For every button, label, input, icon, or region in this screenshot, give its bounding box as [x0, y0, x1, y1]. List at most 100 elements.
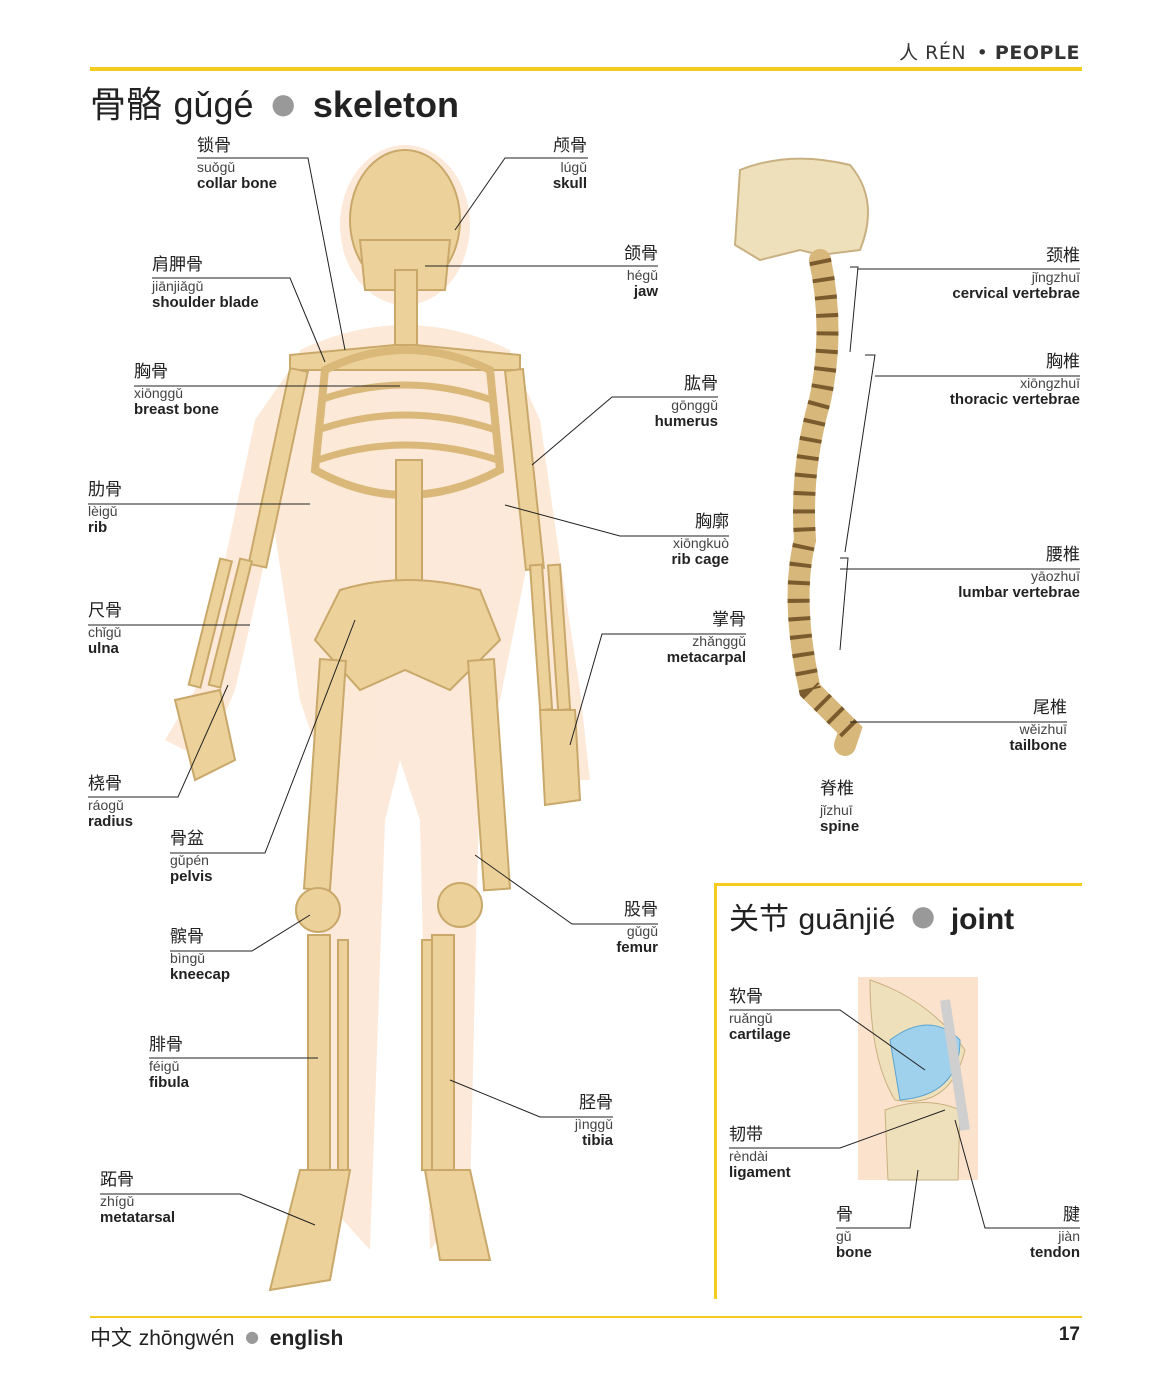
label-skull: 颅骨 lúgǔ skull: [553, 136, 587, 192]
skeleton-title-en: skeleton: [312, 84, 459, 125]
joint-top-rule: [714, 883, 1082, 886]
top-rule: [90, 67, 1082, 71]
label-en: fibula: [149, 1073, 189, 1091]
label-py: féigǔ: [149, 1057, 180, 1074]
label-zh: 尺骨: [88, 601, 122, 621]
label-zh: 颌骨: [624, 244, 658, 264]
bottom-rule: [90, 1316, 1082, 1318]
label-en: ligament: [729, 1163, 791, 1181]
label-en: tailbone: [1009, 736, 1067, 754]
label-zh: 桡骨: [88, 774, 122, 794]
label-cartilage: 软骨 ruǎngǔ cartilage: [729, 987, 791, 1043]
label-zh: 韧带: [729, 1125, 763, 1145]
label-zh: 骨盆: [170, 829, 204, 849]
joint-title-dot: ●: [910, 899, 936, 932]
label-femur: 股骨 gǔgǔ femur: [616, 900, 658, 956]
label-py: jiānjiǎgǔ: [152, 277, 204, 294]
label-zh: 股骨: [624, 900, 658, 920]
label-spine: 脊椎 jǐzhuī spine: [820, 779, 860, 835]
label-en: lumbar vertebrae: [958, 583, 1080, 601]
label-py: lúgǔ: [560, 158, 587, 175]
label-py: xiōngkuò: [672, 534, 729, 551]
label-kneecap: 髌骨 bìngǔ kneecap: [170, 927, 230, 983]
label-en: pelvis: [170, 867, 213, 885]
label-zh: 骨: [836, 1205, 853, 1225]
label-py: zhígǔ: [100, 1192, 135, 1209]
footer-lang-py: zhōngwén: [138, 1327, 235, 1350]
label-zh: 脊椎: [820, 779, 854, 799]
joint-vertical-rule: [714, 883, 717, 1299]
label-zh: 腓骨: [149, 1035, 183, 1055]
label-fibula: 腓骨 féigǔ fibula: [149, 1035, 189, 1091]
footer-language: 中文 zhōngwén ● english: [90, 1322, 343, 1352]
label-py: jǐngzhuī: [1031, 268, 1080, 285]
label-ligament: 韧带 rèndài ligament: [729, 1125, 791, 1181]
label-tendon: 腱 jiàn tendon: [1030, 1205, 1080, 1261]
label-zh: 胫骨: [579, 1093, 613, 1113]
joint-title-zh: 关节: [729, 902, 789, 937]
label-zh: 胸椎: [1046, 352, 1080, 372]
label-thoracic: 胸椎 xiōngzhuī thoracic vertebrae: [949, 352, 1080, 408]
label-en: femur: [616, 938, 658, 956]
label-cervical: 颈椎 jǐngzhuī cervical vertebrae: [952, 246, 1080, 302]
joint-title: 关节 guānjié ● joint: [729, 894, 1014, 938]
label-py: gǔpén: [170, 851, 209, 868]
label-en: jaw: [633, 282, 658, 300]
chapter-separator: •: [976, 42, 989, 64]
label-zh: 肋骨: [88, 480, 122, 500]
label-en: tendon: [1030, 1243, 1080, 1261]
chapter-zh: 人 RÉN: [899, 42, 967, 64]
label-en: spine: [820, 817, 860, 835]
skeleton-title-zh: 骨骼: [90, 85, 163, 126]
label-zh: 跖骨: [100, 1170, 134, 1190]
label-py: ruǎngǔ: [729, 1009, 773, 1026]
label-metacarpal: 掌骨 zhǎnggǔ metacarpal: [666, 610, 746, 666]
label-zh: 肱骨: [684, 374, 718, 394]
spine-figure: [733, 157, 869, 756]
skeleton-title: 骨骼 gǔgé ● skeleton: [90, 76, 459, 128]
label-en: radius: [88, 812, 134, 830]
label-py: jǐzhuī: [820, 801, 853, 818]
label-zh: 颅骨: [553, 136, 587, 156]
skeleton-title-py: gǔgé: [173, 84, 254, 125]
skeleton-title-dot: ●: [271, 87, 296, 120]
label-py: zhǎnggǔ: [692, 632, 746, 649]
label-breast-bone: 胸骨 xiōnggǔ breast bone: [134, 362, 219, 418]
label-lumbar: 腰椎 yāozhuī lumbar vertebrae: [958, 545, 1080, 601]
label-en: metatarsal: [100, 1208, 176, 1226]
label-en: tibia: [582, 1131, 613, 1149]
label-rib: 肋骨 lèigǔ rib: [88, 480, 122, 536]
label-zh: 腰椎: [1046, 545, 1080, 565]
label-zh: 掌骨: [712, 610, 746, 630]
label-tailbone: 尾椎 wěizhuī tailbone: [1009, 698, 1067, 754]
label-en: rib: [88, 518, 108, 536]
label-en: thoracic vertebrae: [949, 390, 1080, 408]
label-en: shoulder blade: [152, 293, 259, 311]
label-ulna: 尺骨 chǐgǔ ulna: [88, 601, 122, 657]
label-py: wěizhuī: [1019, 720, 1067, 737]
label-shoulder-blade: 肩胛骨 jiānjiǎgǔ shoulder blade: [152, 255, 259, 311]
label-metatarsal: 跖骨 zhígǔ metatarsal: [100, 1170, 176, 1226]
label-py: xiōnggǔ: [134, 384, 184, 401]
label-bone: 骨 gǔ bone: [836, 1205, 872, 1261]
label-radius: 桡骨 ráogǔ radius: [88, 774, 134, 830]
knee-figure: [858, 977, 978, 1181]
skeleton-figure: [173, 149, 582, 1292]
label-py: chǐgǔ: [88, 623, 122, 640]
footer-dot: ●: [245, 1327, 260, 1346]
label-zh: 胸骨: [134, 362, 168, 382]
label-collar-bone: 锁骨 suǒgǔ collar bone: [197, 136, 278, 192]
label-en: collar bone: [197, 174, 278, 192]
label-zh: 颈椎: [1046, 246, 1080, 266]
label-zh: 软骨: [729, 987, 763, 1007]
label-en: humerus: [654, 412, 718, 430]
label-zh: 肩胛骨: [152, 255, 203, 275]
label-py: hégǔ: [626, 266, 658, 283]
footer-lang-zh: 中文: [90, 1326, 132, 1350]
label-en: bone: [836, 1243, 872, 1261]
label-py: lèigǔ: [88, 502, 118, 519]
label-zh: 腱: [1063, 1205, 1080, 1225]
label-en: metacarpal: [666, 648, 746, 666]
page-number: 17: [1058, 1324, 1080, 1345]
